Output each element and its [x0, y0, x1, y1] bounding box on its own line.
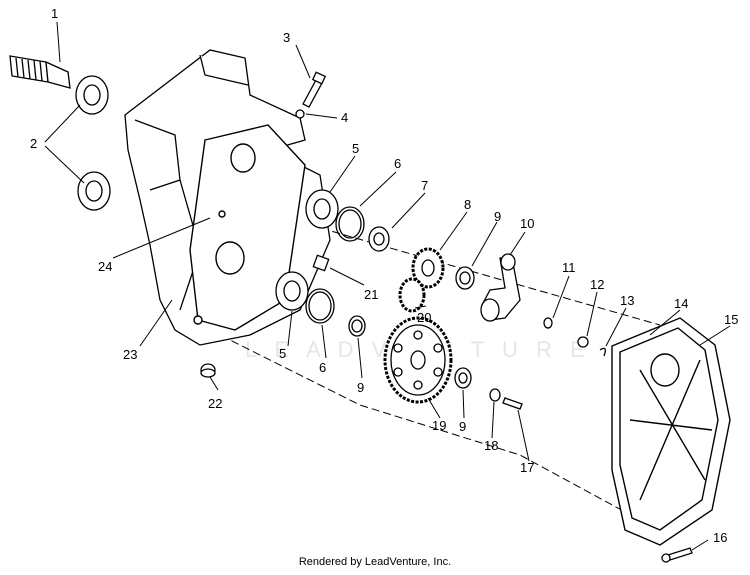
callout-16: 16 — [713, 530, 727, 545]
gasket-plate — [189, 124, 306, 331]
callout-4: 4 — [341, 110, 348, 125]
callout-24: 24 — [98, 259, 112, 274]
callout-8: 8 — [464, 197, 471, 212]
bearing-5-upper — [305, 189, 339, 229]
callout-5-upper: 5 — [352, 141, 359, 156]
callout-14: 14 — [674, 296, 688, 311]
nut-21 — [312, 254, 330, 272]
callout-15: 15 — [724, 312, 738, 327]
washer-9-upper — [455, 266, 475, 290]
washer-18 — [489, 388, 501, 402]
bearing-upper — [75, 75, 109, 115]
nut-12 — [577, 336, 589, 348]
callout-6-lower: 6 — [319, 360, 326, 375]
callout-19: 19 — [432, 418, 446, 433]
callout-21: 21 — [364, 287, 378, 302]
nut-22 — [200, 363, 216, 378]
callout-18: 18 — [484, 438, 498, 453]
callout-20: 20 — [417, 310, 431, 325]
callout-1: 1 — [51, 6, 58, 21]
gear-case-cover-15 — [611, 317, 731, 546]
seal-6-lower — [305, 288, 335, 324]
input-shaft — [9, 55, 71, 89]
idler-arm-10 — [480, 253, 521, 322]
bolt-16 — [661, 547, 693, 563]
sprocket-20 — [398, 277, 426, 313]
small-gear-8 — [411, 247, 445, 289]
washer-4 — [295, 109, 305, 119]
callout-3: 3 — [283, 30, 290, 45]
callout-23: 23 — [123, 347, 137, 362]
large-gear-19 — [383, 316, 453, 404]
callout-9-gear: 9 — [459, 419, 466, 434]
clip-13 — [599, 347, 606, 357]
bolt-17 — [502, 397, 523, 410]
callout-7: 7 — [421, 178, 428, 193]
callout-6-upper: 6 — [394, 156, 401, 171]
callout-5-lower: 5 — [279, 346, 286, 361]
bearing-lower — [77, 171, 111, 211]
washer-11 — [543, 317, 553, 329]
washer-9-lower — [348, 315, 366, 337]
callout-11: 11 — [562, 260, 576, 275]
callout-9-lower: 9 — [357, 380, 364, 395]
washer-9-gear — [454, 367, 472, 389]
callout-22: 22 — [208, 396, 222, 411]
alignment-lines — [209, 204, 661, 521]
bushing-7 — [368, 226, 390, 252]
callout-2: 2 — [30, 136, 37, 151]
callout-17: 17 — [520, 460, 534, 475]
callout-12: 12 — [590, 277, 604, 292]
callout-10: 10 — [520, 216, 534, 231]
footer-credit: Rendered by LeadVenture, Inc. — [298, 556, 452, 568]
bearing-5-lower — [275, 271, 309, 311]
seal-6-upper — [335, 206, 365, 242]
bolt-3 — [302, 71, 327, 108]
callout-13: 13 — [620, 293, 634, 308]
leader-lines — [44, 21, 731, 551]
callout-9-upper: 9 — [494, 209, 501, 224]
